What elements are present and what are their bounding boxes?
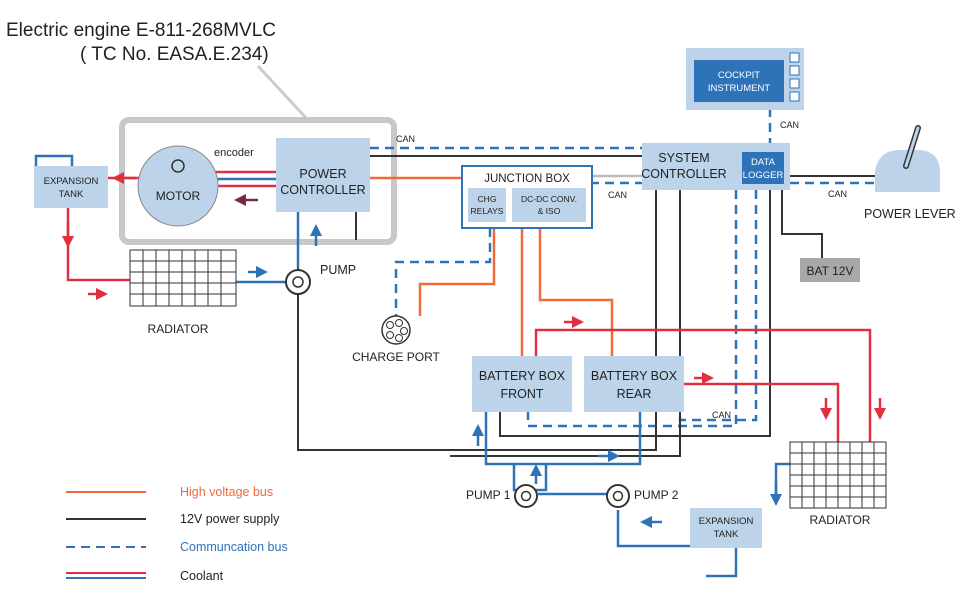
red-arrow-shafts [66,176,882,410]
title-pointer [256,64,310,122]
expansion-tank-left [34,166,108,208]
can-label-cockpit: CAN [780,120,799,130]
data-logger [742,152,784,184]
battery-box-front-label-1: BATTERY BOX [479,369,566,383]
pump-inner [292,276,304,288]
communication-bus-lines [370,108,875,428]
battery-box-rear-label-2: REAR [617,387,652,401]
legend-label-high-voltage: High voltage bus [180,485,273,499]
power-lever-label: POWER LEVER [864,207,956,221]
blue-arrows [256,224,782,528]
charge-port-label: CHARGE PORT [352,350,440,364]
radiator-left [129,249,237,307]
charge-port-pins [386,319,408,342]
expansion-tank-right-label-2: TANK [714,529,739,540]
data-logger-label-1: DATA [751,157,776,168]
pump-1-inner [520,490,532,502]
dcdc-label-1: DC-DC CONV. [521,194,577,204]
motor-label: MOTOR [156,189,201,203]
radiator-left-label: RADIATOR [148,322,209,336]
red-arrows [62,172,886,420]
cockpit-instrument-label-1: COCKPIT [718,70,760,81]
blue-arrow-shafts [248,236,778,524]
pump-1-label: PUMP 1 [466,488,511,502]
high-voltage-lines [370,176,614,356]
pump-1 [514,484,538,508]
legend-label-12v: 12V power supply [180,512,280,526]
radiator-right-grid [790,442,886,508]
battery-box-front [472,356,572,412]
can-label-power-controller: CAN [396,134,415,144]
pump-2-inner [612,490,624,502]
power-controller-label-1: POWER [299,167,346,181]
dcdc-label-2: & ISO [538,206,561,216]
junction-box-label: JUNCTION BOX [484,173,570,185]
power-lever-handle-inner [904,126,920,168]
title-line2: ( TC No. EASA.E.234) [80,44,269,65]
legend-label-coolant: Coolant [180,569,224,583]
cockpit-instrument-label-2: INSTRUMENT [708,83,770,94]
encoder-label: encoder [214,147,254,159]
chg-relays-label-2: RELAYS [471,206,504,216]
power-controller [276,138,370,212]
battery-box-rear [584,356,684,412]
expansion-tank-right [690,508,762,548]
battery-12v-label: BAT 12V [807,264,854,278]
power-controller-label-2: CONTROLLER [280,183,365,197]
pump-label: PUMP [320,263,356,277]
radiator-left-grid [130,250,236,306]
can-label-battery: CAN [712,410,731,420]
battery-12v [800,258,860,282]
chg-relays-label-1: CHG [478,194,497,204]
battery-box-front-label-2: FRONT [500,387,543,401]
data-logger-label-2: LOGGER [743,170,784,181]
system-controller-label-2: CONTROLLER [641,167,726,181]
expansion-tank-right-label-1: EXPANSION [699,516,754,527]
pump-2 [606,484,630,508]
title-line1: Electric engine E-811-268MVLC [6,20,276,41]
pump-2-label: PUMP 2 [634,488,679,502]
cockpit-buttons [789,52,800,102]
can-label-junction: CAN [608,190,627,200]
chg-relays-box [468,188,506,222]
dcdc-box [512,188,586,222]
pump [285,269,311,295]
encoder-symbol [171,159,185,173]
expansion-tank-left-label-2: TANK [59,189,84,200]
radiator-right-label: RADIATOR [810,513,871,527]
motor [137,145,219,227]
expansion-tank-left-label-1: EXPANSION [44,176,99,187]
can-label-power-lever: CAN [828,189,847,199]
legend-label-communication: Communcation bus [180,540,288,554]
power-lever [875,150,940,192]
legend: High voltage bus 12V power supply Commun… [66,485,288,583]
system-controller-label-1: SYSTEM [658,151,709,165]
cockpit-instrument-screen [694,60,784,102]
battery-box-rear-label-1: BATTERY BOX [591,369,678,383]
